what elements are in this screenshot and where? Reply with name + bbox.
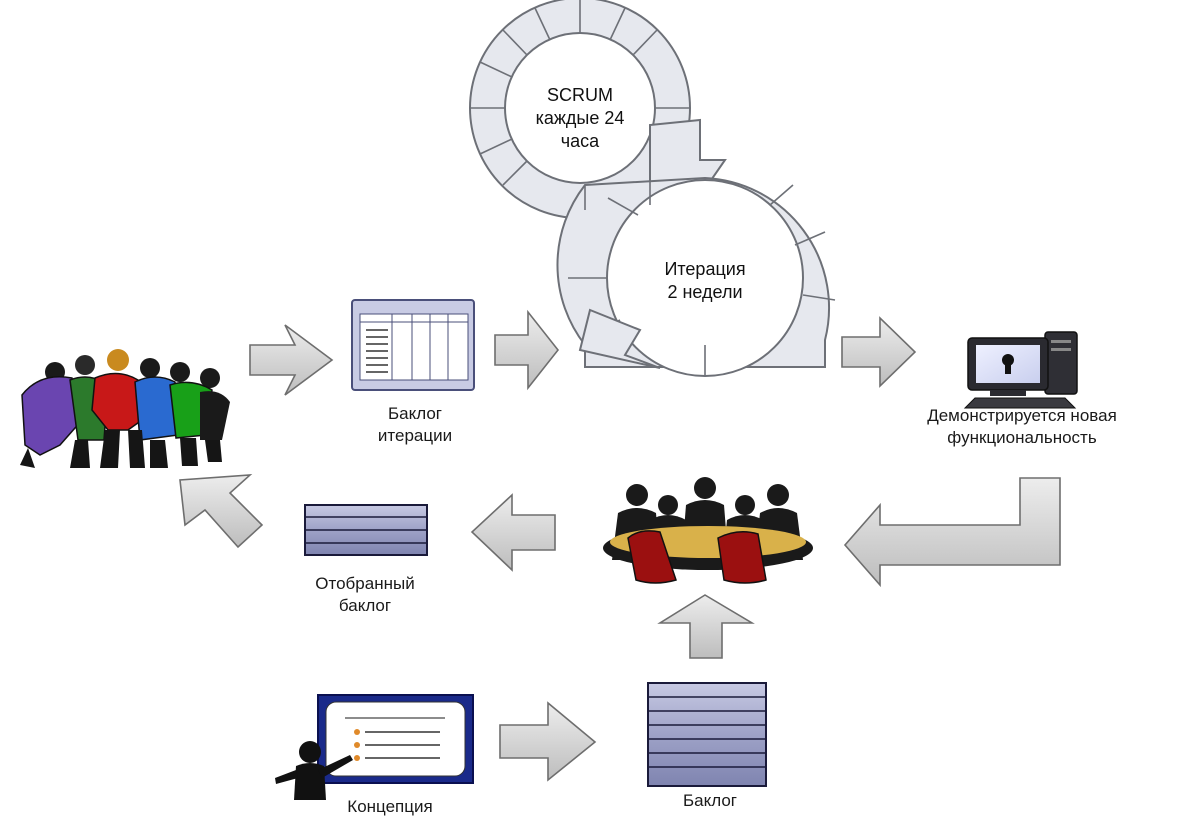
scrum-label-line2: каждые 24 — [535, 108, 625, 128]
backlog-stack-icon — [647, 682, 767, 787]
arrow-iteration-backlog-to-iteration — [494, 309, 560, 391]
arrow-backlog-to-meeting — [657, 594, 755, 659]
selected-backlog-stack-icon — [304, 504, 428, 556]
arrow-team-to-iteration-backlog — [249, 324, 334, 396]
iteration-label-line2: 2 недели — [667, 282, 743, 302]
demo-label-line1: Демонстрируется новая — [927, 406, 1117, 425]
scrum-label-line3: часа — [560, 131, 600, 151]
selected-backlog-label-line2: баклог — [338, 596, 392, 615]
spreadsheet-icon — [351, 299, 475, 391]
demo-label: Демонстрируется новая функциональность — [872, 405, 1172, 449]
arrow-meeting-to-selected-backlog — [470, 493, 556, 572]
concept-label: Концепция — [347, 797, 433, 816]
arrow-selected-backlog-to-team — [179, 474, 264, 549]
presenter-board-icon — [275, 694, 474, 800]
iteration-cycle — [556, 176, 836, 377]
scrum-label: SCRUM каждые 24 часа — [490, 84, 670, 153]
iteration-backlog-label-line1: Баклог — [387, 404, 442, 423]
arrow-iteration-to-demo — [841, 316, 917, 388]
selected-backlog-label: Отобранный баклог — [290, 573, 440, 617]
iteration-backlog-label-line2: итерации — [377, 426, 453, 445]
arrow-concept-to-backlog — [499, 701, 597, 782]
demo-label-line2: функциональность — [947, 428, 1097, 447]
computer-icon — [963, 331, 1078, 409]
iteration-label-line1: Итерация — [664, 259, 746, 279]
meeting-table-icon — [603, 477, 813, 584]
scrum-label-line1: SCRUM — [547, 85, 613, 105]
backlog-label: Баклог — [682, 791, 737, 810]
selected-backlog-label-line1: Отобранный — [315, 574, 415, 593]
iteration-label: Итерация 2 недели — [610, 258, 800, 304]
team-huddle-icon — [20, 349, 230, 468]
iteration-backlog-label: Баклог итерации — [345, 403, 485, 447]
arrow-demo-to-meeting — [843, 477, 1061, 588]
